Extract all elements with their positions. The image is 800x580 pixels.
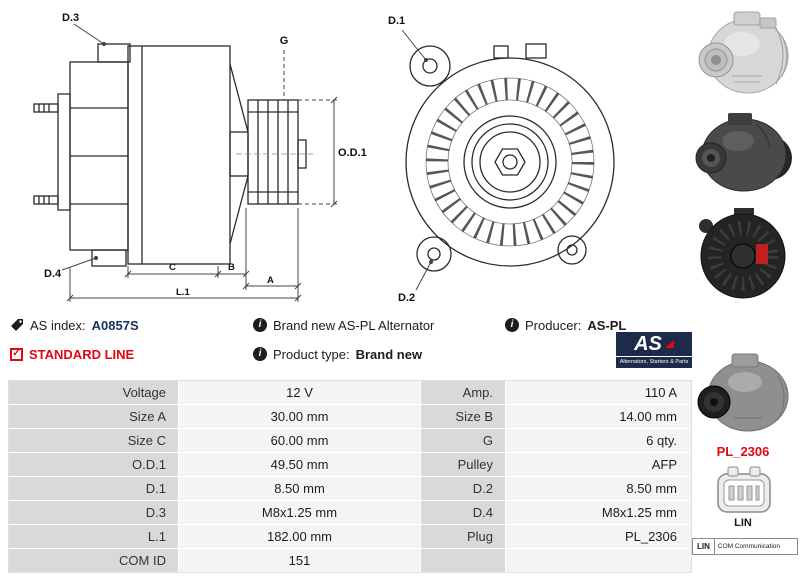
spec-label: D.1 (9, 477, 178, 500)
as-pl-logo: AS Alternators, Starters & Parts (616, 332, 692, 368)
spec-value: M8x1.25 mm (506, 501, 691, 524)
check-icon: ✓ (10, 347, 23, 361)
alternator-photo-dark (695, 113, 792, 192)
logo-mark: AS (616, 332, 692, 357)
spec-value: M8x1.25 mm (179, 501, 420, 524)
info-icon: i (505, 318, 519, 332)
product-photo-4 (690, 350, 796, 442)
alternator-front-outline (405, 43, 615, 272)
spec-label: D.4 (421, 501, 505, 524)
info-icon: i (253, 347, 267, 361)
product-photo-3 (690, 206, 796, 306)
producer-value: AS-PL (587, 317, 627, 333)
spec-value: 6 qty. (506, 429, 691, 452)
spec-value: AFP (506, 453, 691, 476)
spec-value: 30.00 mm (179, 405, 420, 428)
spec-value: 60.00 mm (179, 429, 420, 452)
product-description: Brand new AS-PL Alternator (273, 317, 435, 333)
logo-tagline: Alternators, Starters & Parts (616, 357, 692, 368)
spec-value: 110 A (506, 381, 691, 404)
dim-label-c: C (169, 262, 176, 273)
spec-label: Amp. (421, 381, 505, 404)
dim-label-a: A (267, 275, 274, 286)
spec-value: 49.50 mm (179, 453, 420, 476)
dim-label-d4: D.4 (44, 268, 62, 280)
com-description: COM Communication (717, 543, 781, 550)
as-index-label: AS index: (30, 317, 86, 333)
spec-label: Size B (421, 405, 505, 428)
alternator-photo-gray (697, 353, 789, 432)
alternator-photo-black-rear (699, 208, 786, 299)
product-type-value: Brand new (355, 346, 423, 362)
dim-label-l1: L.1 (176, 287, 190, 298)
spec-label: D.2 (421, 477, 505, 500)
spec-label: O.D.1 (9, 453, 178, 476)
spec-value: 8.50 mm (506, 477, 691, 500)
dimension-lines (61, 23, 340, 302)
spec-value: 12 V (179, 381, 420, 404)
spec-label: Pulley (421, 453, 505, 476)
logo-text: AS (634, 332, 662, 355)
spec-label: Voltage (9, 381, 178, 404)
spec-label (421, 549, 505, 572)
dim-label-od1: O.D.1 (338, 147, 367, 159)
product-photo-1 (690, 4, 796, 104)
description-row: i Brand new AS-PL Alternator (253, 317, 434, 333)
spec-table: Voltage 12 V Amp. 110 A Size A 30.00 mm … (8, 380, 692, 573)
as-index-value: A0857S (91, 317, 139, 333)
spec-label: Plug (421, 525, 505, 548)
spec-label: Size A (9, 405, 178, 428)
info-icon: i (253, 318, 267, 332)
front-view-diagram: D.1 D.2 (388, 15, 615, 304)
producer-label: Producer: (525, 317, 582, 333)
plug-name-label: LIN (734, 517, 752, 529)
dimension-lines (401, 29, 434, 291)
logo-red-accent (664, 340, 674, 348)
producer-row: i Producer: AS-PL (505, 317, 626, 333)
spec-value: PL_2306 (506, 525, 691, 548)
spec-value: 14.00 mm (506, 405, 691, 428)
spec-value: 182.00 mm (179, 525, 420, 548)
product-photo-2 (690, 108, 796, 202)
side-view-diagram: D.3 G O.D.1 D.4 C B A L.1 (33, 12, 367, 302)
spec-label: COM ID (9, 549, 178, 572)
spec-label: D.3 (9, 501, 178, 524)
spec-value (506, 549, 691, 572)
spec-value: 151 (179, 549, 420, 572)
alternator-photo-silver (698, 11, 789, 94)
spec-label: L.1 (9, 525, 178, 548)
plug-code-label: PL_2306 (716, 444, 770, 459)
spec-label: G (421, 429, 505, 452)
standard-line-row: ✓ STANDARD LINE (10, 346, 134, 362)
dim-label-g: G (280, 35, 289, 47)
tag-icon (11, 319, 23, 331)
com-communication-box: LIN COM Communication (692, 538, 798, 555)
dim-label-b: B (228, 262, 235, 273)
product-type-row: i Product type: Brand new (253, 346, 422, 362)
dim-label-d3: D.3 (62, 12, 79, 24)
product-type-label: Product type: (273, 346, 350, 362)
alternator-side-outline (33, 43, 307, 267)
com-tag: LIN (693, 539, 715, 554)
plug-connector-icon (717, 466, 771, 513)
as-index-row: AS index: A0857S (10, 317, 139, 333)
line-badge: STANDARD LINE (29, 346, 135, 362)
spec-label: Size C (9, 429, 178, 452)
dim-label-d1: D.1 (388, 15, 405, 27)
dim-label-d2: D.2 (398, 292, 415, 304)
spec-value: 8.50 mm (179, 477, 420, 500)
